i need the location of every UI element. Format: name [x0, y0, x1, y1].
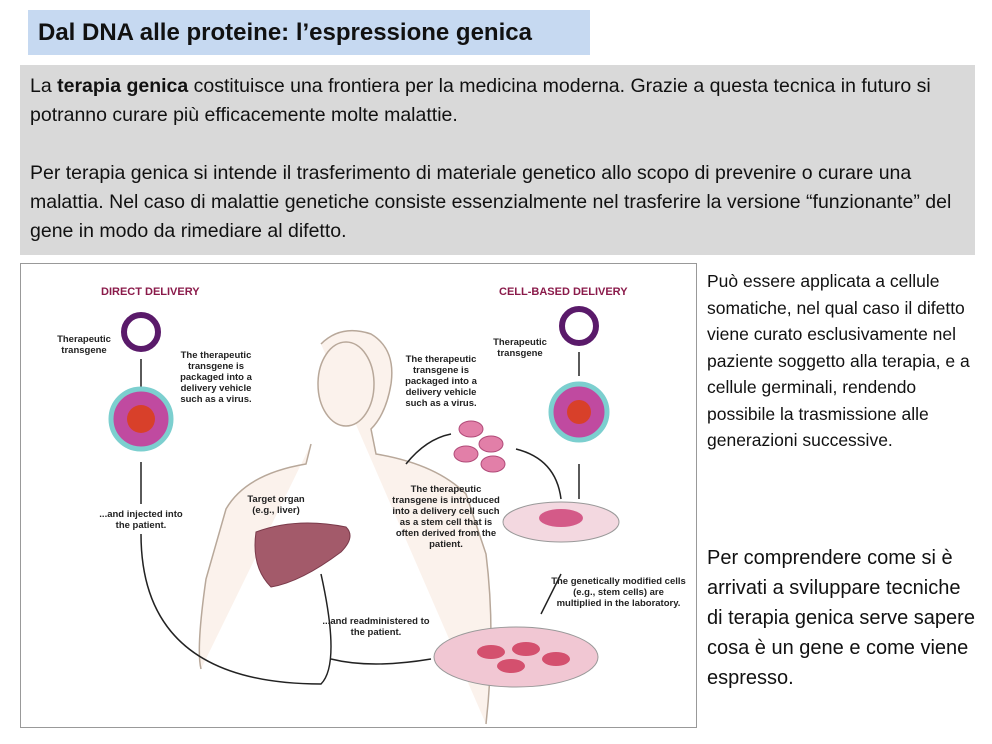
packaged-label-right: The therapeutic transgene is packaged in…	[405, 354, 477, 409]
multiplied-label: The genetically modified cells (e.g., st…	[551, 576, 686, 609]
petri-dish-2	[433, 626, 599, 688]
packaged-label-left: The therapeutic transgene is packaged in…	[180, 350, 252, 405]
direct-delivery-heading: DIRECT DELIVERY	[101, 286, 200, 298]
arrow-readministered	[330, 658, 432, 665]
gene-therapy-illustration: DIRECT DELIVERY CELL-BASED DELIVERY Ther…	[20, 263, 697, 728]
intro-paragraph-2: Per terapia genica si intende il trasfer…	[30, 162, 952, 242]
side-paragraph-2: Per comprendere come si è arrivati a svi…	[707, 547, 975, 689]
slide-title: Dal DNA alle proteine: l’espressione gen…	[38, 19, 532, 46]
head-shape	[317, 341, 375, 427]
injected-label: ...and injected into the patient.	[99, 509, 183, 531]
introduced-label: The therapeutic transgene is introduced …	[392, 484, 500, 550]
intro-paragraph-1: La terapia genica costituisce una fronti…	[30, 72, 965, 130]
arrow-injected	[140, 533, 332, 685]
transgene-label-right: Therapeutic transgene	[493, 337, 547, 359]
transgene-label-left: Therapeutic transgene	[57, 334, 111, 356]
plasmid-icon-left	[121, 312, 161, 352]
arrow-to-cells	[405, 433, 452, 465]
plasmid-icon-right	[559, 306, 599, 346]
intro-text: La	[30, 75, 58, 97]
intro-text: costituisce una frontiera per la medicin…	[30, 75, 931, 126]
delivery-cells-icon	[453, 420, 506, 473]
intro-box: La terapia genica costituisce una fronti…	[20, 65, 975, 255]
target-organ-label: Target organ (e.g., liver)	[247, 494, 305, 516]
cell-based-delivery-heading: CELL-BASED DELIVERY	[499, 286, 628, 298]
human-figure	[198, 329, 492, 725]
readministered-label: ...and readministered to the patient.	[322, 616, 430, 638]
illustration-graphics	[108, 306, 620, 725]
intro-bold-term: terapia genica	[57, 75, 189, 97]
side-paragraph-1: Può essere applicata a cellule somatiche…	[707, 271, 970, 450]
liver-icon	[254, 522, 351, 588]
slide-title-box: Dal DNA alle proteine: l’espressione gen…	[28, 10, 590, 55]
